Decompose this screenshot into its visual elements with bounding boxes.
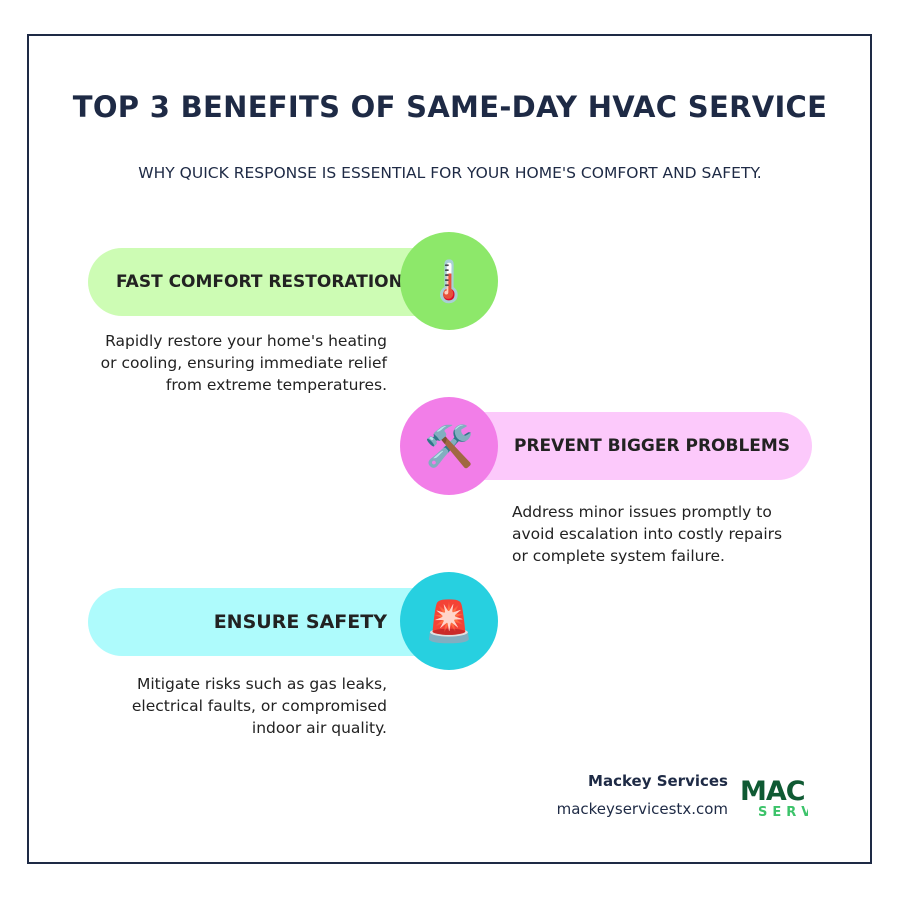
hammer-and-wrench-icon: 🛠️: [400, 397, 498, 495]
benefit-heading: FAST COMFORT RESTORATION: [116, 272, 403, 292]
benefit-heading: PREVENT BIGGER PROBLEMS: [514, 436, 791, 456]
benefit-description: Mitigate risks such as gas leaks, electr…: [131, 675, 387, 737]
benefit-description: Rapidly restore your home's heating or c…: [100, 332, 387, 394]
page-title: TOP 3 BENEFITS OF SAME-DAY HVAC SERVICE: [72, 90, 828, 124]
page-subtitle: WHY QUICK RESPONSE IS ESSENTIAL FOR YOUR…: [138, 164, 762, 182]
infographic-frame: [27, 34, 872, 864]
company-logo: MAC SERV: [742, 778, 808, 820]
benefit-pill-prevent-problems: PREVENT BIGGER PROBLEMS: [440, 412, 812, 480]
company-name: Mackey Services: [588, 772, 728, 790]
rotating-light-icon: 🚨: [400, 572, 498, 670]
benefit-heading: ENSURE SAFETY: [213, 611, 387, 633]
thermometer-icon: 🌡️: [400, 232, 498, 330]
company-website: mackeyservicestx.com: [556, 800, 728, 818]
benefit-description: Address minor issues promptly to avoid e…: [512, 503, 783, 565]
